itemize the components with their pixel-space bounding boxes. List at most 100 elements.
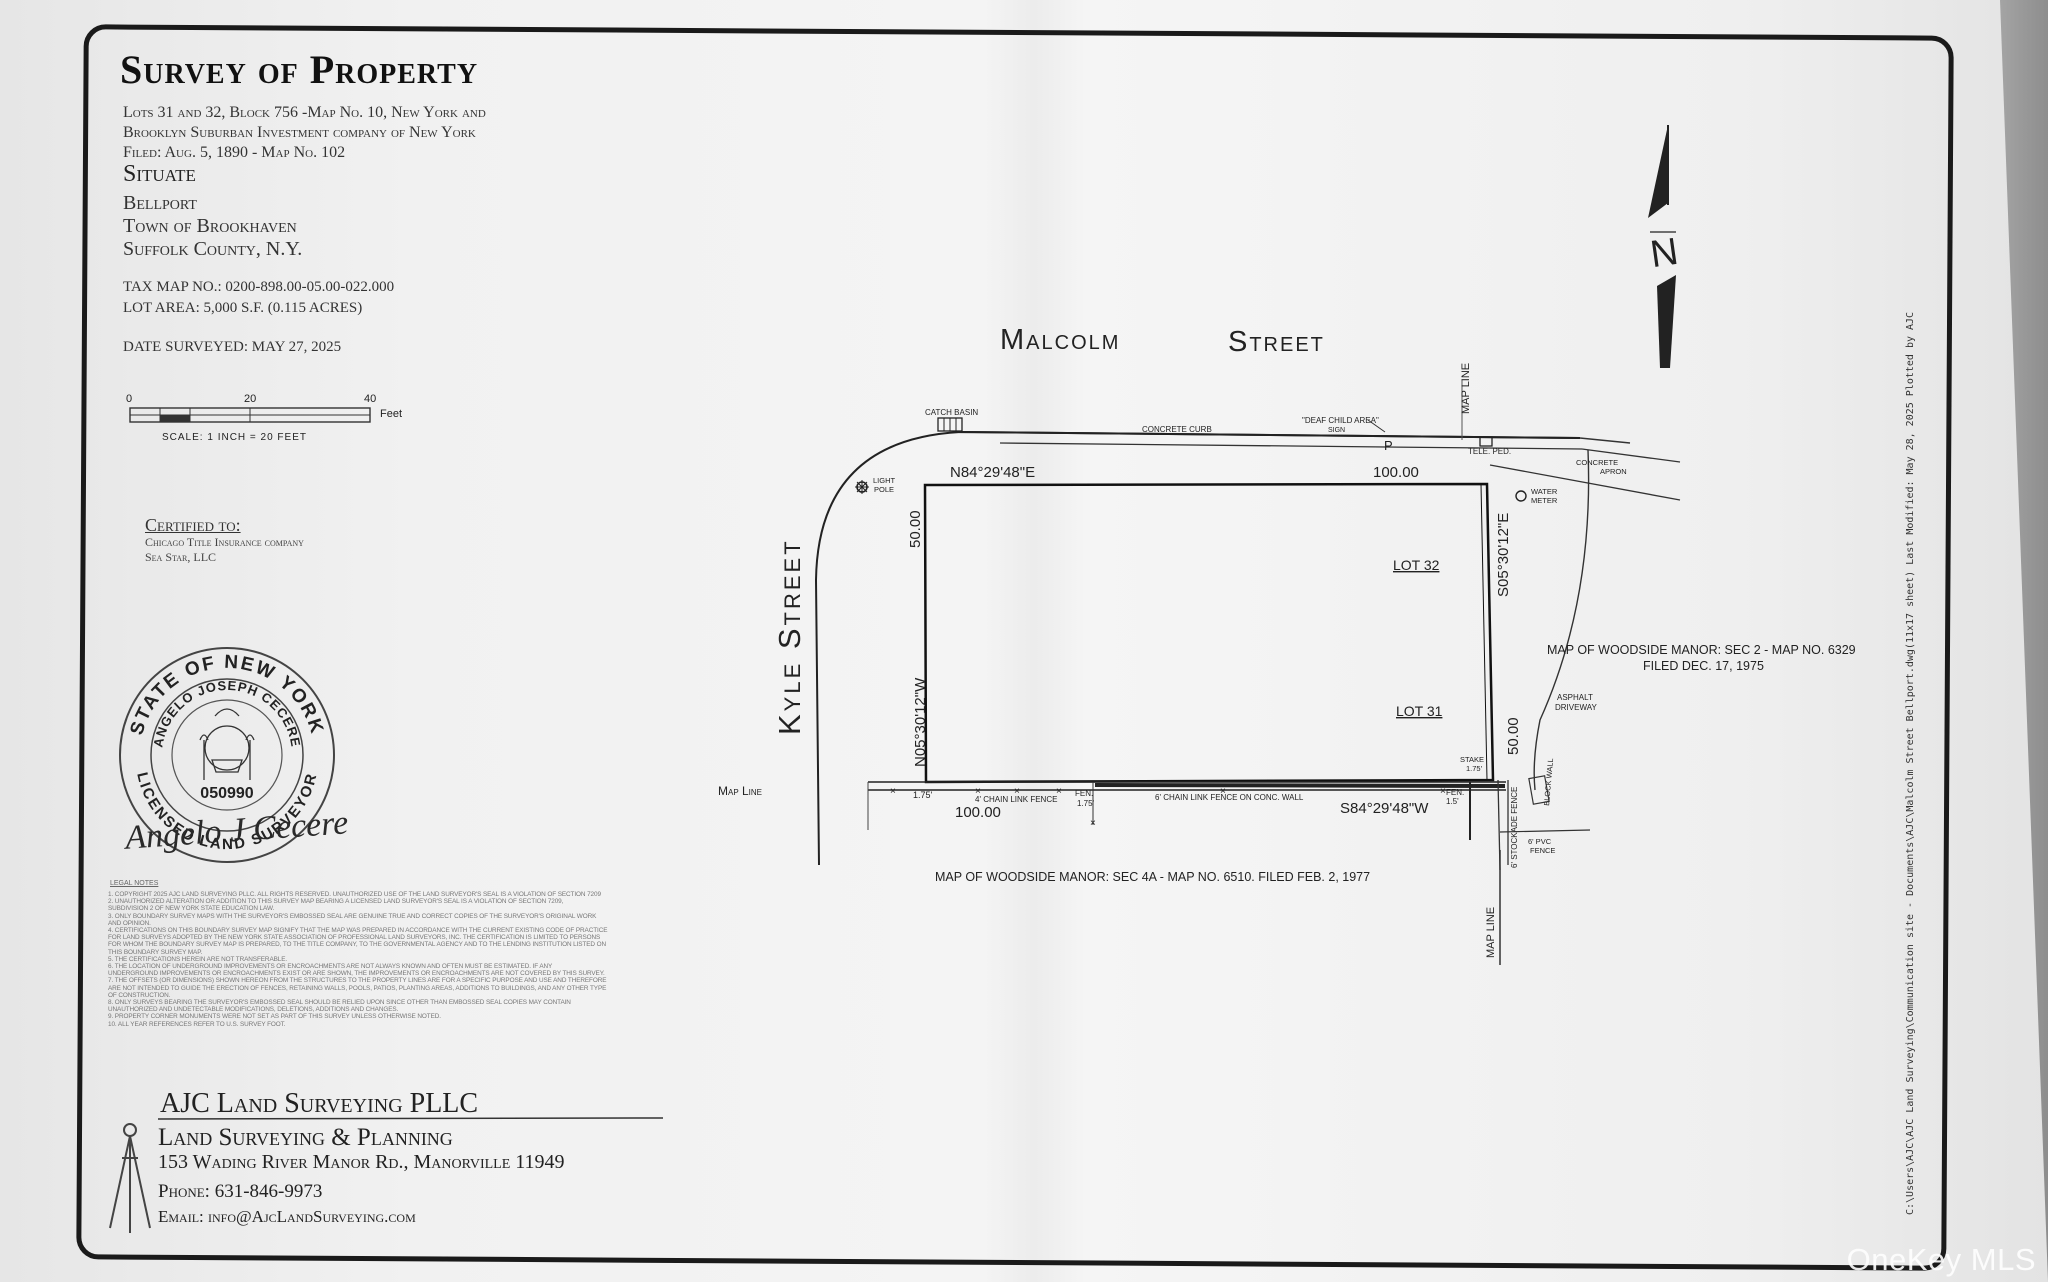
block-wall-icon bbox=[1528, 775, 1550, 805]
survey-title: Survey of Property bbox=[120, 47, 479, 92]
certified-party-2: Sea Star, LLC bbox=[145, 550, 217, 564]
water-meter-label-2: METER bbox=[1531, 496, 1558, 505]
bearing-east: S05°30'12"E bbox=[1495, 513, 1512, 597]
svg-text:×: × bbox=[1440, 786, 1446, 797]
svg-text:×: × bbox=[1056, 786, 1062, 797]
legal-notes-title: LEGAL NOTES bbox=[110, 880, 159, 887]
scale-tick-0: 0 bbox=[126, 393, 132, 405]
note-line: 1. COPYRIGHT 2025 AJC LAND SURVEYING PLL… bbox=[108, 891, 601, 898]
stockade-fence-label: 6' STOCKADE FENCE bbox=[1510, 787, 1519, 868]
lots-description: Lots 31 and 32, Block 756 -Map No. 10, N… bbox=[123, 104, 486, 161]
note-line: OF CONSTRUCTION. bbox=[108, 991, 171, 999]
light-pole-label: LIGHT bbox=[873, 476, 896, 485]
sign-label: SIGN bbox=[1328, 427, 1345, 434]
fence-offset-2: 1.75' bbox=[1077, 799, 1095, 808]
note-line: 8. ONLY SURVEYS BEARING THE SURVEYOR'S E… bbox=[108, 999, 571, 1007]
note-line: THIS BOUNDARY SURVEY MAP. bbox=[108, 948, 203, 956]
fen-label-2: FEN. bbox=[1446, 788, 1464, 797]
certified-to-title: Certified to: bbox=[145, 515, 241, 535]
light-pole-label-2: POLE bbox=[874, 485, 894, 494]
certified-party-1: Chicago Title Insurance company bbox=[145, 535, 304, 549]
scale-tick-20: 20 bbox=[244, 393, 256, 405]
scale-bar: 0 20 40 Feet SCALE: 1 INCH = 20 FEET bbox=[126, 393, 402, 443]
pvc-fence-label-2: FENCE bbox=[1530, 846, 1555, 855]
map-line-left: Map Line bbox=[718, 784, 762, 798]
lot-32-label: LOT 32 bbox=[1393, 557, 1440, 573]
chain-link-wall-label: 6' CHAIN LINK FENCE ON CONC. WALL bbox=[1155, 793, 1304, 802]
tax-map-number: TAX MAP NO.: 0200-898.00-05.00-022.000 bbox=[123, 279, 395, 295]
fence-offset-1: 1.75' bbox=[913, 790, 933, 800]
company-email: Email: info@AjcLandSurveying.com bbox=[158, 1207, 416, 1226]
note-line: 4. CERTIFICATIONS ON THIS BOUNDARY SURVE… bbox=[108, 927, 608, 935]
svg-text:×: × bbox=[975, 786, 981, 797]
tripod-logo-icon bbox=[109, 1123, 151, 1233]
north-arrow-icon: N bbox=[1648, 125, 1681, 368]
fen-label-1: FEN. bbox=[1075, 789, 1093, 798]
note-line: FOR LAND SURVEYS ADOPTED BY THE NEW YORK… bbox=[108, 934, 601, 942]
note-line: FOR WHOM THE BOUNDARY SURVEY MAP IS PREP… bbox=[108, 941, 606, 949]
property-boundary bbox=[923, 482, 1495, 784]
company-phone: Phone: 631-846-9973 bbox=[158, 1181, 323, 1202]
woodside-sec2-label: MAP OF WOODSIDE MANOR: SEC 2 - MAP NO. 6… bbox=[1547, 643, 1856, 657]
catch-basin-label: CATCH BASIN bbox=[925, 408, 978, 417]
deaf-child-sign-label: "DEAF CHILD AREA" bbox=[1302, 416, 1379, 425]
street-kyle: Kyle Street bbox=[772, 538, 807, 735]
note-line: 6. THE LOCATION OF UNDERGROUND IMPROVEME… bbox=[108, 963, 553, 971]
svg-text:×: × bbox=[1220, 786, 1226, 797]
concrete-curb-label: CONCRETE CURB bbox=[1142, 425, 1212, 434]
woodside-sec4a-label: MAP OF WOODSIDE MANOR: SEC 4A - MAP NO. … bbox=[935, 870, 1370, 884]
seal-license-number: 050990 bbox=[200, 785, 253, 802]
note-line: 5. THE CERTIFICATIONS HEREIN ARE NOT TRA… bbox=[108, 955, 288, 963]
note-line: 10. ALL YEAR REFERENCES REFER TO U.S. SU… bbox=[108, 1020, 286, 1028]
watermark: OneKey MLS bbox=[1846, 1242, 2036, 1277]
company-name: AJC Land Surveying PLLC bbox=[160, 1088, 479, 1119]
distance-east: 50.00 bbox=[1505, 717, 1522, 755]
asphalt-label-2: DRIVEWAY bbox=[1555, 703, 1597, 712]
map-line-top: MAP LINE bbox=[1460, 363, 1472, 414]
stake-offset: 1.75' bbox=[1466, 764, 1483, 773]
surveyor-seal: STATE OF NEW YORK ANGELO JOSEPH CECERE L… bbox=[119, 647, 335, 863]
stake-label: STAKE bbox=[1460, 755, 1484, 764]
lot-31-label: LOT 31 bbox=[1396, 703, 1443, 719]
pvc-fence-label: 6' PVC bbox=[1528, 837, 1552, 846]
distance-south: 100.00 bbox=[955, 804, 1001, 821]
note-line: 3. ONLY BOUNDARY SURVEY MAPS WITH THE SU… bbox=[108, 912, 597, 920]
drawing-file-path: C:\Users\AJC\AJC Land Surveying\Communic… bbox=[1905, 311, 1916, 1215]
street-malcolm-2: Street bbox=[1228, 326, 1325, 358]
asphalt-label: ASPHALT bbox=[1557, 693, 1593, 702]
company-address: 153 Wading River Manor Rd., Manorville 1… bbox=[158, 1151, 565, 1173]
note-line: ARE NOT INTENDED TO GUIDE THE ERECTION O… bbox=[108, 984, 607, 992]
water-meter-label: WATER bbox=[1531, 487, 1558, 496]
company-subtitle: Land Surveying & Planning bbox=[158, 1124, 453, 1151]
svg-text:×: × bbox=[1014, 786, 1020, 797]
street-malcolm: Malcolm bbox=[1000, 324, 1120, 356]
seal-emblem-icon bbox=[199, 708, 255, 780]
lot-area: LOT AREA: 5,000 S.F. (0.115 ACRES) bbox=[123, 300, 363, 316]
company-underline bbox=[158, 1117, 664, 1120]
fence-offset-3: 1.5' bbox=[1446, 797, 1459, 806]
note-line: 2. UNAUTHORIZED ALTERATION OR ADDITION T… bbox=[108, 898, 564, 906]
bearing-south: S84°29'48"W bbox=[1340, 800, 1429, 817]
concrete-apron-label: CONCRETE bbox=[1576, 458, 1618, 467]
block-wall-label: BLOCK WALL bbox=[1542, 758, 1555, 806]
bearing-west: N05°30'12"W bbox=[912, 677, 929, 767]
scale-unit: Feet bbox=[380, 408, 402, 420]
scale-caption: SCALE: 1 INCH = 20 FEET bbox=[162, 432, 307, 443]
water-meter-icon bbox=[1515, 490, 1527, 502]
svg-text:×: × bbox=[890, 786, 896, 797]
chain-link-fence-label: 4' CHAIN LINK FENCE bbox=[975, 795, 1057, 804]
note-line: 7. THE OFFSETS (OR DIMENSIONS) SHOWN HER… bbox=[108, 977, 607, 985]
note-line: 9. PROPERTY CORNER MONUMENTS WERE NOT SE… bbox=[108, 1013, 441, 1021]
note-line: AND OPINION. bbox=[108, 919, 151, 927]
tele-ped-icon bbox=[1479, 436, 1493, 447]
distance-west: 50.00 bbox=[907, 510, 924, 548]
distance-north: 100.00 bbox=[1373, 464, 1419, 481]
tele-ped-label: TELE. PED. bbox=[1468, 447, 1511, 456]
bearing-north: N84°29'48"E bbox=[950, 464, 1035, 481]
note-line: UNAUTHORIZED AND UNDETECTABLE MODIFICATI… bbox=[108, 1006, 399, 1014]
sign-post-icon: P bbox=[1384, 438, 1393, 453]
date-surveyed: DATE SURVEYED: MAY 27, 2025 bbox=[123, 339, 342, 355]
woodside-sec2-filed: FILED DEC. 17, 1975 bbox=[1643, 659, 1764, 673]
